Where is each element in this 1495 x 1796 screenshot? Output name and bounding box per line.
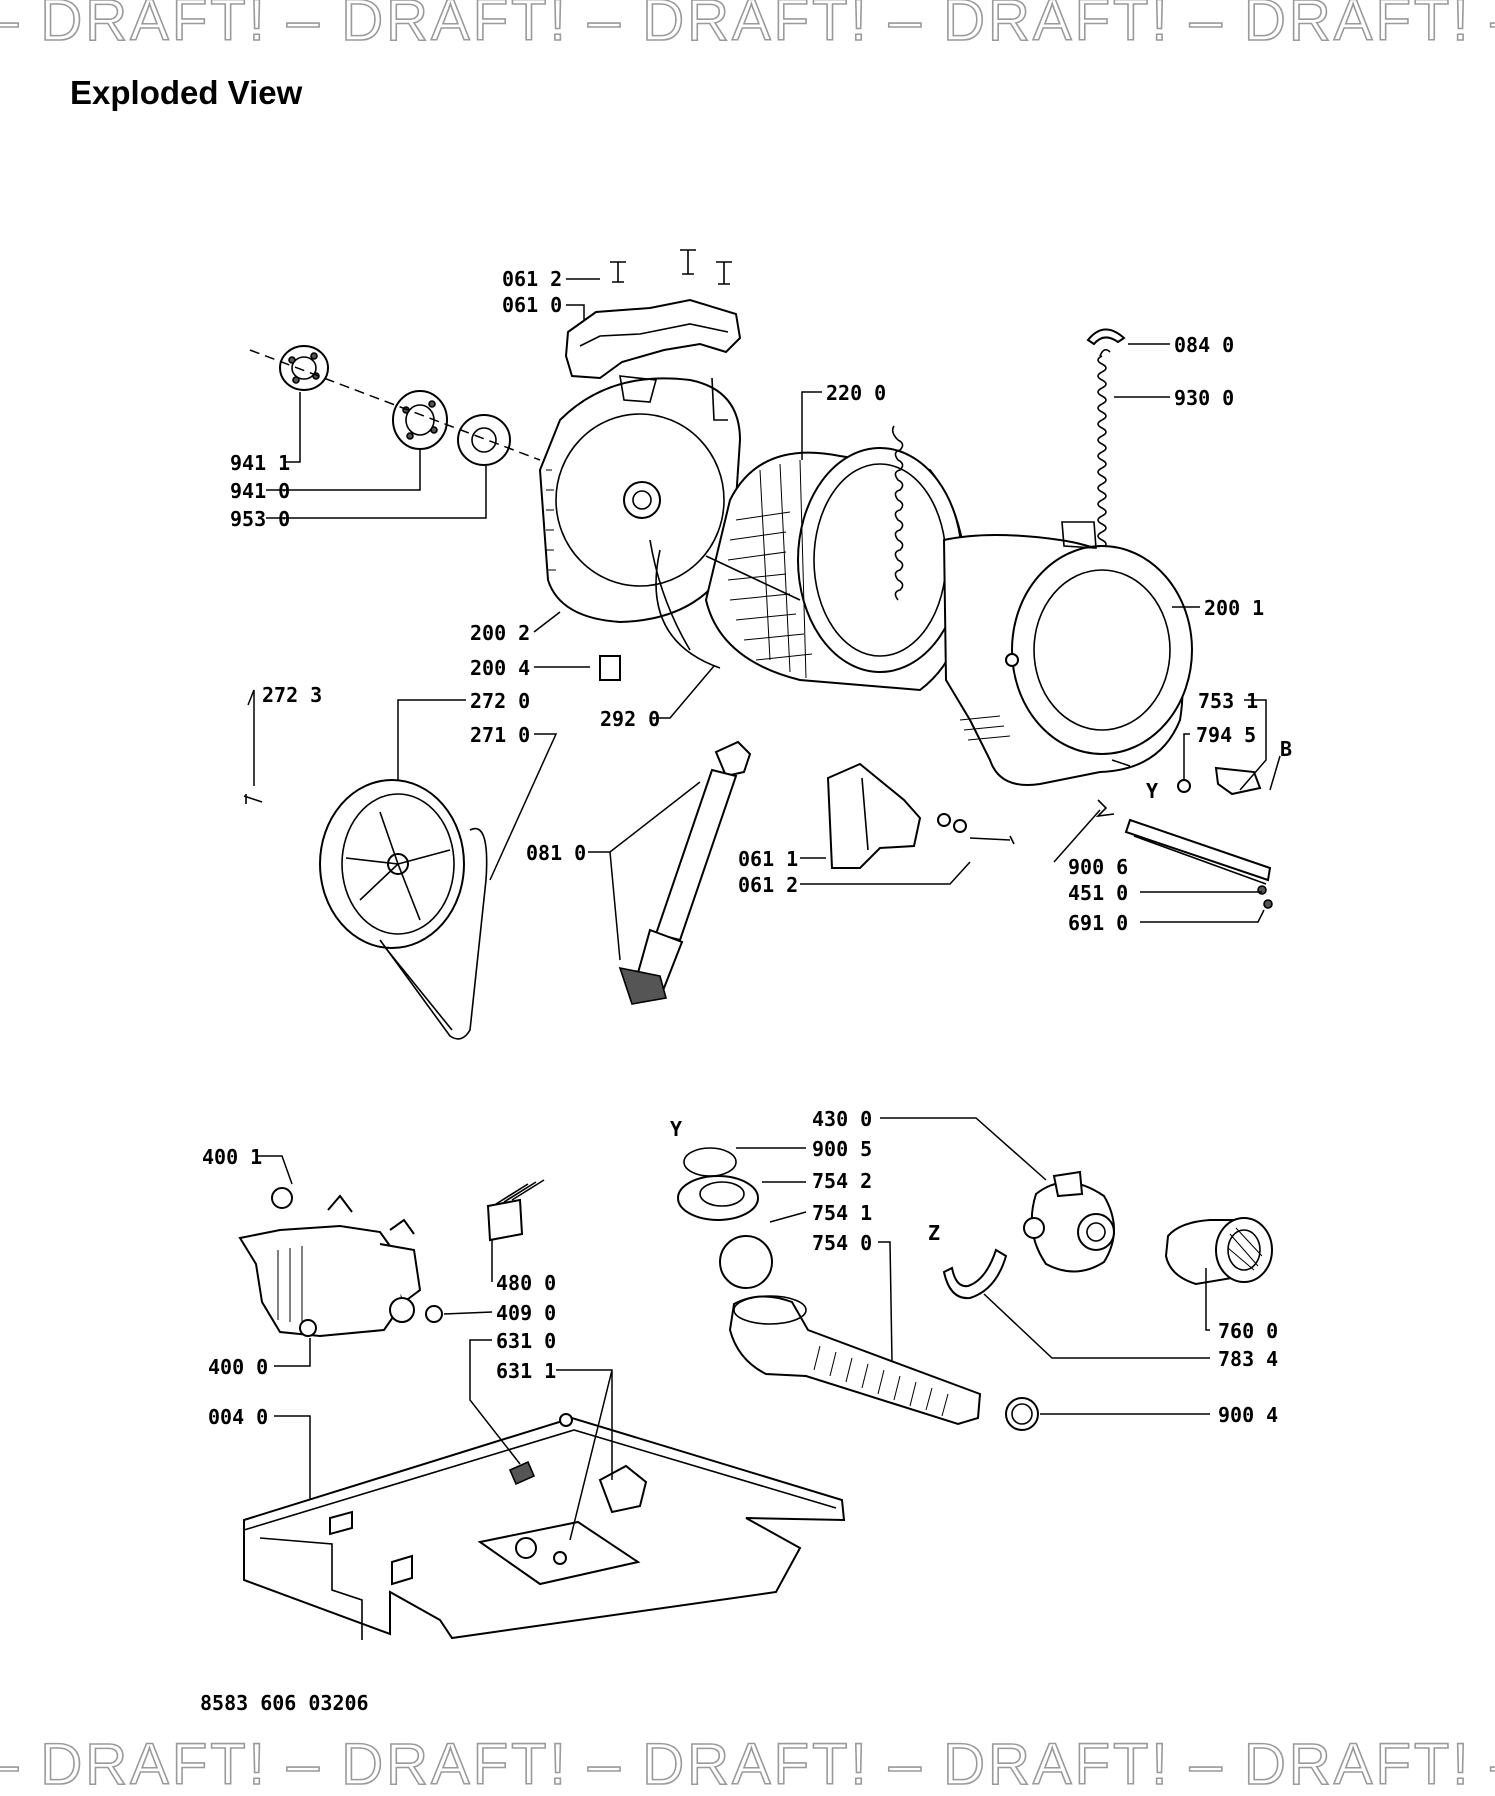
- bracket-200-4: [599, 655, 621, 681]
- callout-754-2: 754 2: [812, 1169, 872, 1193]
- rear-tub-200-2: [538, 375, 742, 651]
- spring-left: [891, 425, 904, 601]
- callout-400-0: 400 0: [208, 1355, 268, 1379]
- hose-292-0: [655, 549, 721, 669]
- draft-watermark-bottom: – DRAFT! – DRAFT! – DRAFT! – DRAFT! – DR…: [0, 1734, 1495, 1796]
- callout-900-4: 900 4: [1218, 1403, 1278, 1427]
- clamp-900-4: [1005, 1397, 1039, 1431]
- callout-631-0: 631 0: [496, 1329, 556, 1353]
- screw-409-0: [425, 1305, 443, 1323]
- callout-272-0: 272 0: [470, 689, 530, 713]
- pulley-272-0: [319, 779, 465, 949]
- callout-430-0: 430 0: [812, 1107, 872, 1131]
- callout-292-0: 292 0: [600, 707, 660, 731]
- callout-200-2: 200 2: [470, 621, 530, 645]
- callout-084-0: 084 0: [1174, 333, 1234, 357]
- callout-794-5: 794 5: [1196, 723, 1256, 747]
- spring-930-0: [1097, 348, 1111, 549]
- counterweight-061-0: [564, 298, 742, 380]
- hose-783-4: [942, 1248, 1008, 1300]
- motor-400-0: [238, 1187, 422, 1338]
- callout-941-1: 941 1: [230, 451, 290, 475]
- callout-061-0: 061 0: [502, 293, 562, 317]
- draft-watermark-top: – DRAFT! – DRAFT! – DRAFT! – DRAFT! – DR…: [0, 0, 1495, 52]
- screw-061-2-top: [610, 249, 732, 285]
- callout-Z: Z: [928, 1221, 940, 1245]
- callout-953-0: 953 0: [230, 507, 290, 531]
- callout-400-1: 400 1: [202, 1145, 262, 1169]
- seal-953-0: [457, 414, 511, 466]
- bearing-941-0: [392, 390, 448, 450]
- front-tub-200-1: [942, 521, 1193, 786]
- pump-430-0: [1023, 1170, 1115, 1273]
- callout-061-1: 061 1: [738, 847, 798, 871]
- callout-061-2-bottom: 061 2: [738, 873, 798, 897]
- drawing-number: 8583 606 03206: [200, 1691, 369, 1715]
- callout-271-0: 271 0: [470, 723, 530, 747]
- belt-inner: [383, 945, 453, 1031]
- sump-754-0: [728, 1295, 982, 1426]
- drum-220-0: [704, 447, 968, 692]
- clip-900-6: [1095, 799, 1115, 818]
- callout-930-0: 930 0: [1174, 386, 1234, 410]
- watermark-text: – DRAFT! – DRAFT! – DRAFT! – DRAFT! – DR…: [0, 1734, 1495, 1796]
- shock-absorber-081-0: [618, 740, 752, 1005]
- callout-081-0: 081 0: [526, 841, 586, 865]
- callout-451-0: 451 0: [1068, 881, 1128, 905]
- callout-Y: Y: [1146, 779, 1158, 803]
- callout-409-0: 409 0: [496, 1301, 556, 1325]
- ball-754-1: [719, 1235, 773, 1289]
- filter-760-0: [1164, 1217, 1273, 1286]
- bracket-061-1: [826, 762, 1015, 869]
- callout-631-1: 631 1: [496, 1359, 556, 1383]
- callout-941-0: 941 0: [230, 479, 290, 503]
- callout-061-2-top: 061 2: [502, 267, 562, 291]
- callout-200-1: 200 1: [1204, 596, 1264, 620]
- bearing-941-1: [279, 345, 329, 391]
- callout-004-0: 004 0: [208, 1405, 268, 1429]
- callout-900-5: 900 5: [812, 1137, 872, 1161]
- callout-labels: 061 2 061 0 084 0 930 0 220 0 941 1 941 …: [202, 267, 1292, 1429]
- callout-760-0: 760 0: [1218, 1319, 1278, 1343]
- callout-783-4: 783 4: [1218, 1347, 1278, 1371]
- axis-line: [249, 349, 541, 461]
- belt-271-0: [379, 827, 488, 1040]
- callout-900-6: 900 6: [1068, 855, 1128, 879]
- base-tray-004-0: [243, 1413, 846, 1640]
- bolt-272-3: [243, 794, 263, 804]
- callout-272-3: 272 3: [262, 683, 322, 707]
- callout-220-0: 220 0: [826, 381, 886, 405]
- callout-691-0: 691 0: [1068, 911, 1128, 935]
- callout-480-0: 480 0: [496, 1271, 556, 1295]
- callout-754-1: 754 1: [812, 1201, 872, 1225]
- watermark-text: – DRAFT! – DRAFT! – DRAFT! – DRAFT! – DR…: [0, 0, 1495, 52]
- sensor-753-1: [1214, 766, 1262, 796]
- callout-754-0: 754 0: [812, 1231, 872, 1255]
- hook-084-0: [1086, 328, 1126, 346]
- seal-794-5: [1177, 779, 1191, 793]
- gasket-754-2: [677, 1175, 759, 1221]
- callout-753-1: 753 1: [1198, 689, 1258, 713]
- callout-200-4: 200 4: [470, 656, 530, 680]
- leader-lines: [247, 278, 1281, 1541]
- callout-Y-lower: Y: [670, 1117, 682, 1141]
- callout-B: B: [1280, 737, 1292, 761]
- connector-480-0: [486, 1179, 545, 1242]
- heater-451-0: [1124, 818, 1273, 909]
- ring-900-5: [683, 1147, 737, 1177]
- page-title: Exploded View: [70, 74, 303, 111]
